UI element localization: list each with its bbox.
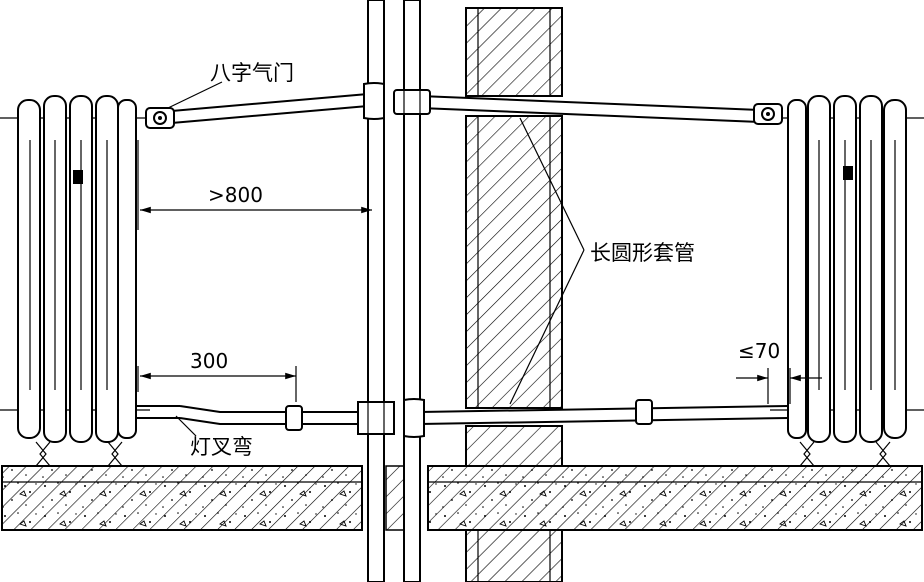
dimension-800 [137,140,372,230]
air-valve-label: 八字气门 [210,61,294,85]
right-radiator [770,95,924,467]
air-valve-right [753,103,783,125]
leader-lines [167,81,585,437]
oval-sleeve-label: 长圆形套管 [590,241,695,265]
dimension-300 [137,366,297,402]
supply-branch-pipes [159,82,761,125]
return-branch-pipes [136,398,789,438]
air-valve-left [145,107,175,129]
dimension-70-value: ≤70 [738,339,780,363]
left-radiator [0,95,150,467]
dimension-300-value: 300 [190,349,228,373]
floor-slab [1,465,923,531]
wall [465,7,563,582]
dimension-800-value: >800 [208,183,263,207]
dimension-70 [736,368,822,404]
lamp-fork-bend-label: 灯叉弯 [190,435,253,459]
